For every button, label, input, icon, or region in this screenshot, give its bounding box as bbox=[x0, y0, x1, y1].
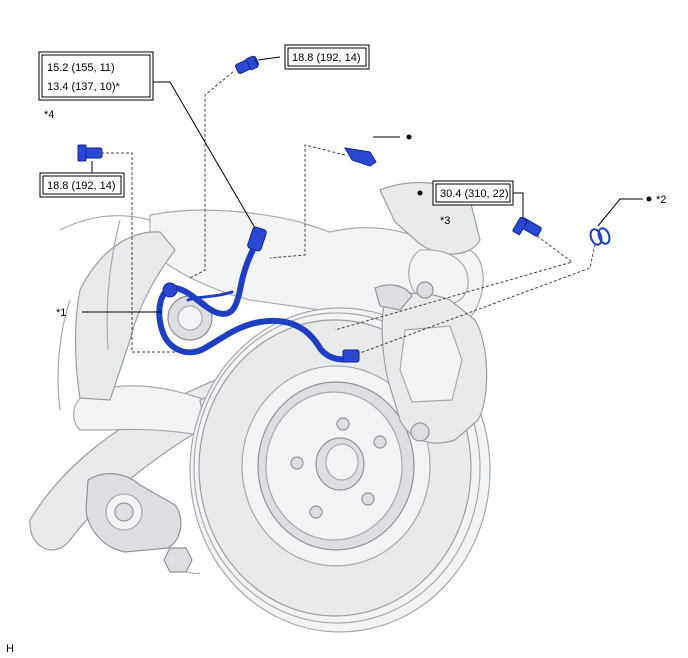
torque-callout-left-upper: 15.2 (155, 11) 13.4 (137, 10)* bbox=[38, 51, 154, 101]
note-label-3: *3 bbox=[440, 215, 450, 227]
note-label-2: *2 bbox=[656, 194, 666, 206]
clip-icon bbox=[344, 147, 377, 167]
bolt-icon bbox=[235, 55, 259, 75]
note-label-4: *4 bbox=[44, 109, 54, 121]
torque-spec-text: 15.2 (155, 11) bbox=[47, 62, 115, 74]
torque-callout-top-bolt: 18.8 (192, 14) bbox=[284, 44, 370, 70]
new-part-dot-icon bbox=[406, 134, 412, 140]
new-part-dot-icon bbox=[417, 190, 423, 196]
washer-icon bbox=[589, 227, 611, 246]
torque-callout-right-bolt: 30.4 (310, 22) bbox=[432, 180, 514, 206]
bolt-icon bbox=[77, 144, 103, 162]
torque-callout-left-bolt: 18.8 (192, 14) bbox=[39, 172, 125, 198]
torque-spec-text-alt: 13.4 (137, 10)* bbox=[47, 81, 120, 93]
bolt-icon bbox=[512, 216, 542, 237]
leader-lines bbox=[82, 56, 643, 357]
new-part-dot-icon bbox=[646, 196, 652, 202]
brake-caliper bbox=[374, 281, 488, 444]
torque-spec-text: 30.4 (310, 22) bbox=[440, 188, 509, 200]
torque-spec-text: 18.8 (192, 14) bbox=[47, 180, 116, 192]
torque-spec-text: 18.8 (192, 14) bbox=[292, 52, 361, 64]
flexible-brake-hose bbox=[156, 226, 360, 363]
wheel-studs bbox=[290, 417, 387, 519]
corner-mark: H bbox=[6, 643, 14, 655]
note-label-1: *1 bbox=[56, 307, 66, 319]
